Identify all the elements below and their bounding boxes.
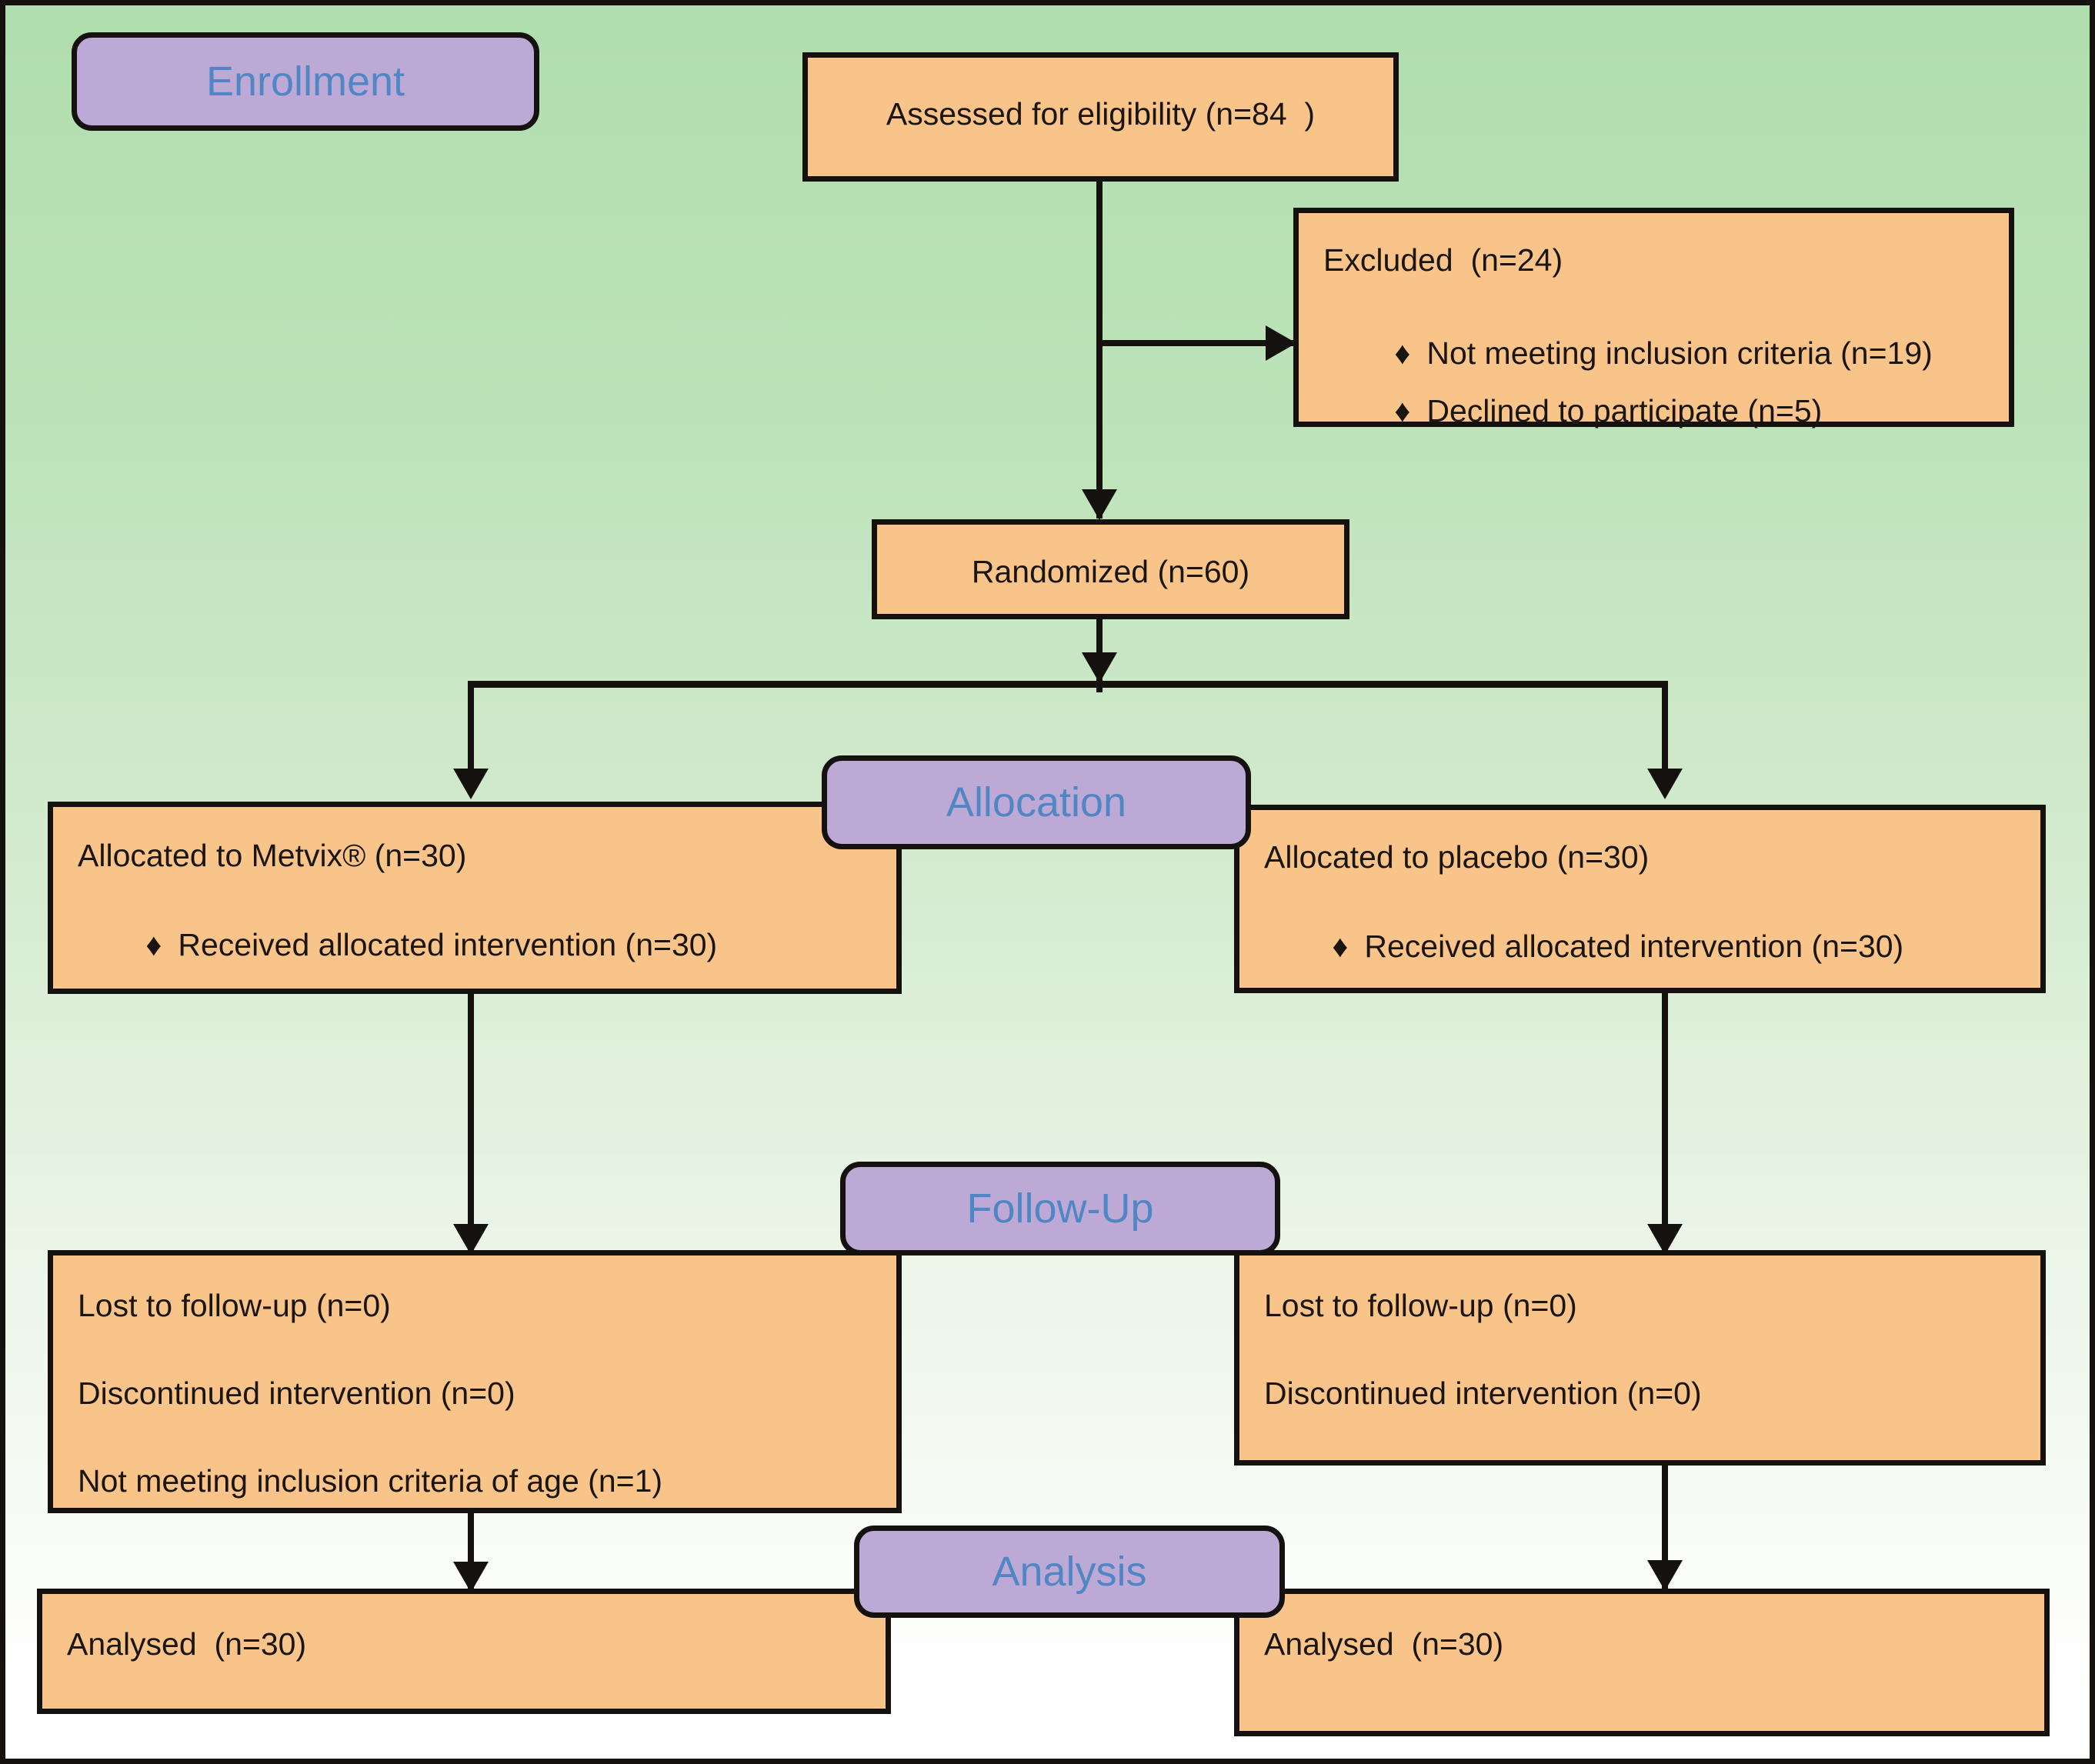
stage-label-enrollment: Enrollment bbox=[72, 32, 539, 131]
excluded-item-0-label: Not meeting inclusion criteria (n=19) bbox=[1426, 335, 1933, 372]
assessed-text: Assessed for eligibility (n=84 ) bbox=[886, 96, 1316, 132]
connector-followup-to-analysis-right bbox=[1662, 1463, 1668, 1590]
arrow-into-randomized bbox=[1082, 489, 1117, 520]
followup-right-line-0: Lost to follow-up (n=0) bbox=[1264, 1288, 1577, 1323]
diamond-bullet-icon: ♦ bbox=[145, 927, 162, 963]
stage-label-analysis-text: Analysis bbox=[992, 1549, 1147, 1595]
allocated-right-item-0-label: Received allocated intervention (n=30) bbox=[1364, 929, 1904, 965]
followup-right-line-1: Discontinued intervention (n=0) bbox=[1264, 1376, 1702, 1411]
connector-followup-to-analysis-left bbox=[468, 1512, 474, 1592]
node-analysed-placebo: Analysed (n=30) bbox=[1234, 1589, 2050, 1736]
connector-split-left-down bbox=[468, 681, 474, 792]
allocated-right-heading: Allocated to placebo (n=30) bbox=[1264, 839, 1650, 875]
connector-to-excluded bbox=[1096, 340, 1295, 346]
analysed-left-text: Analysed (n=30) bbox=[67, 1626, 307, 1662]
node-randomized: Randomized (n=60) bbox=[872, 519, 1349, 619]
arrow-into-allocated-right bbox=[1647, 769, 1683, 799]
followup-left-line-0: Lost to follow-up (n=0) bbox=[78, 1288, 391, 1323]
connector-allocation-to-followup-left bbox=[468, 992, 474, 1250]
arrow-into-analysed-left bbox=[453, 1562, 489, 1592]
stage-label-followup: Follow-Up bbox=[840, 1162, 1280, 1255]
diamond-bullet-icon: ♦ bbox=[1394, 335, 1411, 372]
allocated-left-item-0-label: Received allocated intervention (n=30) bbox=[178, 927, 718, 963]
excluded-item-0: ♦ Not meeting inclusion criteria (n=19) bbox=[1342, 304, 1993, 403]
analysed-right-text: Analysed (n=30) bbox=[1264, 1626, 1504, 1662]
stage-label-allocation-text: Allocation bbox=[946, 779, 1127, 825]
excluded-item-1: ♦ Declined to participate (n=5) bbox=[1342, 362, 1993, 461]
allocated-left-item-0: ♦ Received allocated intervention (n=30) bbox=[93, 895, 881, 995]
allocated-left-heading: Allocated to Metvix® (n=30) bbox=[78, 838, 467, 873]
connector-split-right-down bbox=[1662, 681, 1668, 792]
stage-label-followup-text: Follow-Up bbox=[966, 1185, 1154, 1232]
node-analysed-metvix: Analysed (n=30) bbox=[37, 1589, 891, 1714]
connector-assessed-to-randomized bbox=[1096, 180, 1103, 519]
node-excluded: Excluded (n=24) ♦ Not meeting inclusion c… bbox=[1293, 208, 2014, 428]
stage-label-allocation: Allocation bbox=[822, 755, 1251, 849]
arrow-into-followup-left bbox=[453, 1224, 489, 1255]
node-assessed-for-eligibility: Assessed for eligibility (n=84 ) bbox=[802, 52, 1399, 182]
node-allocated-placebo: Allocated to placebo (n=30) ♦ Received al… bbox=[1234, 805, 2046, 993]
stage-label-analysis: Analysis bbox=[854, 1526, 1285, 1618]
diamond-bullet-icon: ♦ bbox=[1332, 929, 1349, 965]
arrow-into-followup-right bbox=[1647, 1224, 1683, 1255]
connector-split-horizontal bbox=[468, 681, 1668, 688]
excluded-item-1-label: Declined to participate (n=5) bbox=[1426, 393, 1823, 429]
arrow-split-top bbox=[1082, 652, 1117, 683]
arrow-into-allocated-left bbox=[453, 769, 489, 799]
excluded-heading: Excluded (n=24) bbox=[1323, 242, 1563, 278]
node-followup-placebo: Lost to follow-up (n=0) Discontinued int… bbox=[1234, 1250, 2046, 1466]
node-allocated-metvix: Allocated to Metvix® (n=30) ♦ Received al… bbox=[48, 802, 902, 994]
stage-label-enrollment-text: Enrollment bbox=[205, 58, 405, 105]
arrow-into-excluded bbox=[1266, 325, 1296, 361]
diamond-bullet-icon: ♦ bbox=[1394, 393, 1411, 429]
randomized-text: Randomized (n=60) bbox=[971, 554, 1250, 589]
connector-allocation-to-followup-right bbox=[1662, 992, 1668, 1250]
followup-left-line-1: Discontinued intervention (n=0) bbox=[78, 1376, 515, 1411]
allocated-right-item-0: ♦ Received allocated intervention (n=30) bbox=[1279, 897, 2025, 996]
followup-left-line-2: Not meeting inclusion criteria of age (n… bbox=[78, 1463, 663, 1499]
node-followup-metvix: Lost to follow-up (n=0) Discontinued int… bbox=[48, 1250, 902, 1513]
arrow-into-analysed-right bbox=[1647, 1560, 1683, 1591]
